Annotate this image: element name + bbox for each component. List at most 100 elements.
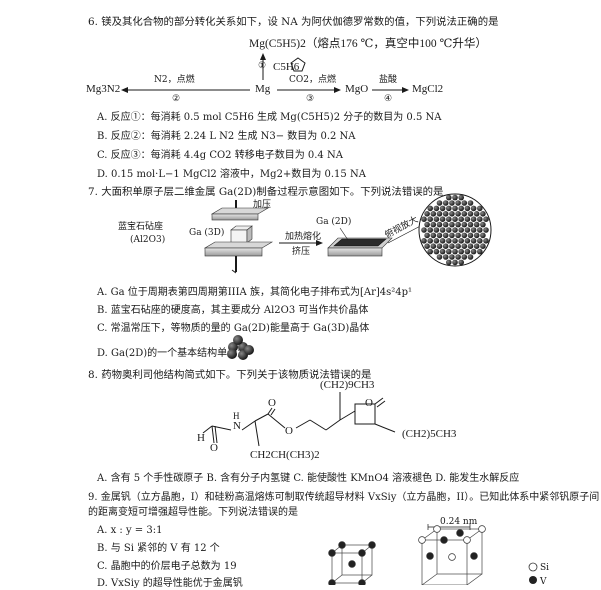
- lattice-atom: [455, 211, 461, 217]
- q8-options: A. 含有 5 个手性碳原子 B. 含有分子内氢键 C. 能使酸性 KMnO4 …: [97, 473, 520, 484]
- q7-option-c: C. 常温常压下，等物质的量的 Ga(2D)能量高于 Ga(3D)晶体: [97, 323, 370, 334]
- lattice-atom: [446, 194, 452, 201]
- lattice-atom: [470, 227, 477, 233]
- q6-option-c: C. 反应③：每消耗 4.4g CO2 转移电子数目为 0.4 NA: [97, 150, 343, 161]
- cell-atom: [426, 552, 434, 560]
- lattice-atom: [467, 232, 474, 239]
- lattice-atom: [436, 254, 443, 260]
- cell-atom: [358, 579, 366, 585]
- legend-v-marker: [529, 576, 537, 584]
- lattice-atom: [436, 211, 443, 217]
- lattice-atom: [467, 221, 474, 228]
- lattice-atom: [436, 221, 443, 228]
- lattice-atom: [436, 243, 443, 249]
- q8-sub-bottom: CH2CH(CH3)2: [250, 449, 320, 461]
- cell-atom: [348, 560, 356, 568]
- lattice-atom: [464, 238, 471, 244]
- lattice-atom: [464, 227, 471, 233]
- lattice-atom: [455, 243, 461, 249]
- cell-atom: [338, 541, 346, 549]
- lattice-atom: [449, 232, 455, 239]
- q7-sapphire-formula: (Al2O3): [130, 235, 166, 245]
- lattice-atom: [433, 227, 440, 233]
- lattice-atom: [461, 221, 468, 228]
- lattice-atom: [421, 227, 427, 233]
- lattice-atom: [452, 216, 458, 222]
- lattice-atom: [427, 227, 434, 233]
- q6-mgo: MgO: [345, 83, 369, 95]
- q8-chain-right: (CH2)5CH3: [402, 428, 457, 440]
- lattice-atom: [473, 232, 480, 239]
- lattice-atom: [461, 254, 468, 260]
- lattice-atom: [458, 216, 465, 222]
- lattice-atom: [458, 227, 465, 233]
- lattice-atom: [470, 248, 477, 255]
- q9-option-a: A. x : y = 3:1: [97, 525, 163, 536]
- lattice-atom: [477, 205, 483, 212]
- q6-stem: 6. 镁及其化合物的部分转化关系如下，设 NA 为阿伏伽德罗常数的值，下列说法正…: [88, 16, 499, 28]
- lattice-atom: [433, 205, 440, 212]
- lattice-atom: [480, 232, 486, 239]
- lattice-atom: [470, 216, 477, 222]
- lattice-atom: [449, 243, 455, 249]
- cell-atom: [433, 525, 441, 533]
- cell-atom: [440, 536, 448, 544]
- cell-atom: [456, 529, 464, 537]
- lattice-atom: [477, 216, 483, 222]
- lattice-atom: [452, 205, 458, 212]
- bottom-anvil: [204, 247, 263, 257]
- q7-heat-label: 加热熔化: [285, 232, 322, 242]
- q9-option-c: C. 晶胞中的价层电子总数为 19: [97, 561, 237, 572]
- q8-atom-nh: H: [233, 411, 240, 421]
- q7-option-b: B. 蓝宝石砧座的硬度高，其主要成分 Al2O3 可当作共价晶体: [97, 305, 369, 316]
- q7-stem: 7. 大面积单原子层二维金属 Ga(2D)制备过程示意图如下。下列说法错误的是: [88, 186, 444, 198]
- lattice-atom: [467, 200, 474, 206]
- lattice-atom: [473, 211, 480, 217]
- q8-atom-o1: O: [210, 442, 218, 454]
- lattice-atom: [442, 221, 449, 228]
- q7-press-diagram: [203, 193, 492, 274]
- q6-left-reagent: N2，点燃: [154, 75, 195, 85]
- q8-stem: 8. 药物奥利司他结构简式如下。下列关于该物质说法错误的是: [88, 369, 372, 381]
- top-anvil: [211, 213, 259, 221]
- lattice-atom: [433, 248, 440, 255]
- q9-option-d: D. VxSiy 的超导性能优于金属钒: [97, 578, 243, 589]
- q6-step4-num: ④: [384, 94, 393, 104]
- cyclopentadiene-icon: [290, 57, 306, 72]
- lattice-atom: [427, 238, 434, 244]
- cell-atom: [368, 541, 376, 549]
- lattice-atom: [461, 211, 468, 217]
- lattice-atom: [455, 254, 461, 260]
- lattice-atom: [461, 243, 468, 249]
- lattice-atom: [427, 248, 434, 255]
- lattice-atom: [439, 248, 446, 255]
- lattice-atom: [458, 259, 465, 266]
- lattice-atom: [477, 238, 483, 244]
- lattice-atom: [480, 221, 486, 228]
- q6-acid: 盐酸: [379, 75, 398, 85]
- product-anvil: [327, 247, 383, 257]
- lattice-atom: [421, 216, 427, 222]
- q6-mg-center: Mg: [255, 83, 271, 95]
- lattice-atom: [477, 227, 483, 233]
- lattice-atom: [430, 221, 437, 228]
- lattice-atom: [473, 243, 480, 249]
- lattice-atom: [452, 259, 458, 266]
- q6-step2-num: ②: [172, 94, 181, 104]
- q8-atom-o4: O: [365, 397, 373, 409]
- lattice-atom: [433, 216, 440, 222]
- ga2d-film: [333, 238, 387, 247]
- cell-atom: [463, 536, 471, 544]
- cell-atom: [358, 549, 366, 557]
- cell-atom: [448, 553, 456, 561]
- lattice-atom: [439, 238, 446, 244]
- lattice-atom: [461, 200, 468, 206]
- q8-chain-top: (CH2)9CH3: [320, 379, 375, 391]
- lattice-atom: [461, 232, 468, 239]
- lattice-atom: [464, 216, 471, 222]
- lattice-atom: [439, 205, 446, 212]
- lattice-atom: [442, 211, 449, 217]
- lattice-atom: [436, 232, 443, 239]
- lattice-atom: [442, 243, 449, 249]
